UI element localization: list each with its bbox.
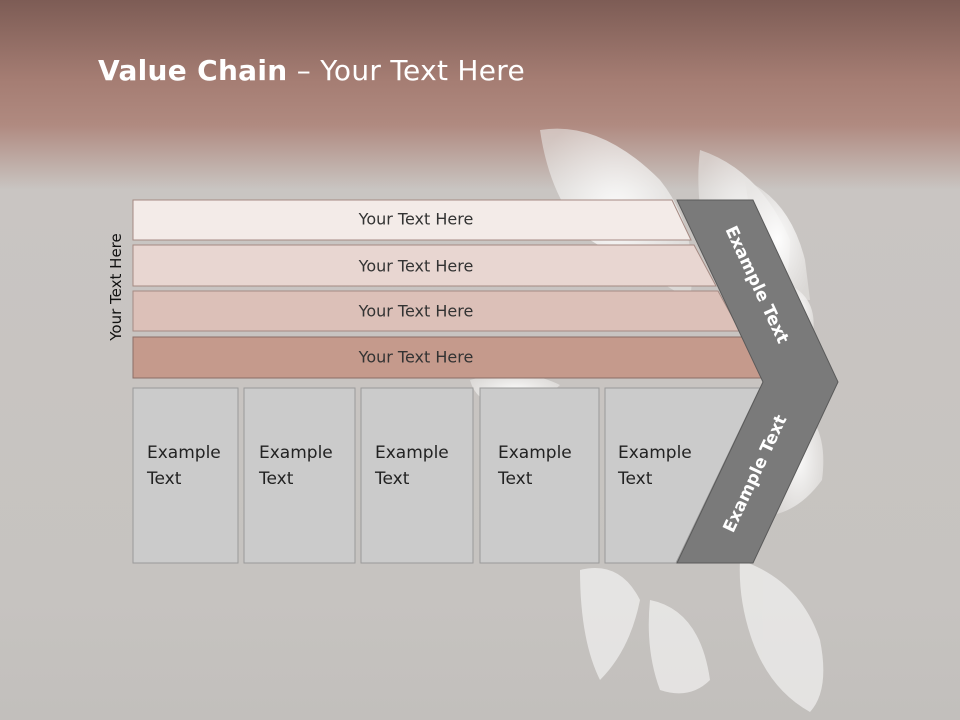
activity-cell (132, 387, 239, 564)
reflection: Example Text Example Text Example Text E… (0, 565, 960, 720)
cell-label-line2: Text (498, 469, 533, 489)
cell-label: Example Text (498, 440, 572, 492)
title-bold: Value Chain (98, 54, 288, 87)
activity-cell (243, 387, 356, 564)
activity-cell (604, 387, 761, 564)
cell-label: Example Text (618, 440, 692, 492)
row-label: Your Text Here (358, 209, 474, 229)
cell-label-line1: Example (375, 443, 449, 463)
row-bar (132, 199, 692, 241)
cell-label-line1: Example (498, 443, 572, 463)
slide-title: Value Chain – Your Text Here (98, 54, 525, 87)
cell-label: Example Text (147, 440, 221, 492)
row-bar (132, 244, 717, 287)
row-label: Your Text Here (358, 301, 474, 321)
cell-label-line2: Text (259, 469, 294, 489)
cell-label-line1: Example (259, 443, 333, 463)
activity-cell (479, 387, 600, 564)
title-rest: – Your Text Here (287, 54, 526, 87)
row-label: Your Text Here (358, 347, 474, 367)
cell-label-line2: Text (618, 469, 653, 489)
cell-label-line1: Example (147, 443, 221, 463)
cell-label: Example Text (375, 440, 449, 492)
cell-label-line1: Example (618, 443, 692, 463)
row-label: Your Text Here (358, 256, 474, 276)
margin-chevron (676, 199, 839, 564)
activity-cell (360, 387, 474, 564)
cell-label: Example Text (259, 440, 333, 492)
cell-label-line2: Text (375, 469, 410, 489)
cell-label-line2: Text (147, 469, 182, 489)
